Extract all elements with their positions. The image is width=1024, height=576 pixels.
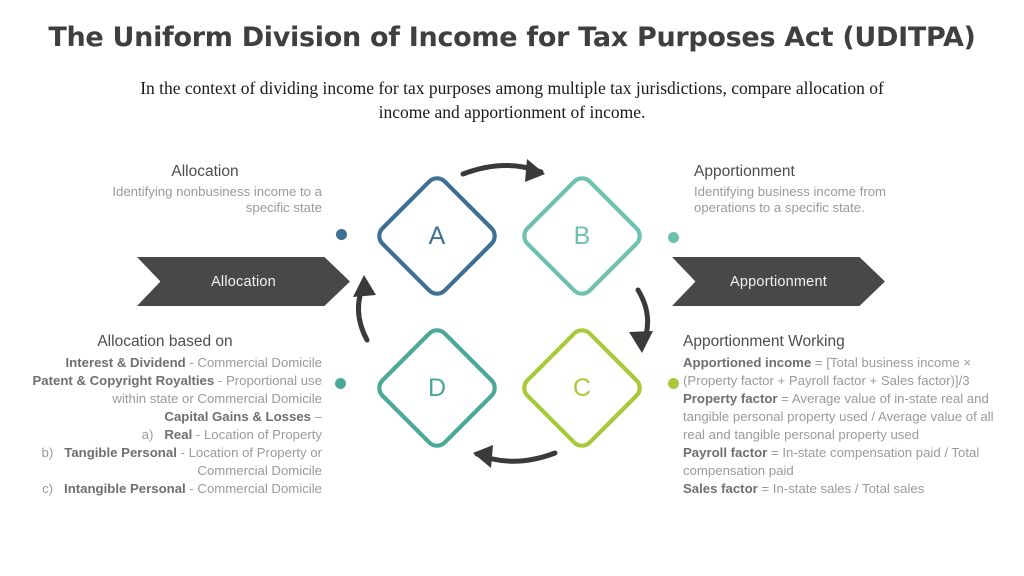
list-item-definition: – — [311, 409, 322, 424]
list-item-term: Tangible Personal — [64, 445, 177, 460]
list-item-definition: = Average value of in-state real and tan… — [683, 391, 994, 442]
list-item: Patent & Copyright Royalties - Proportio… — [8, 372, 323, 408]
list-item: Capital Gains & Losses – — [8, 408, 322, 426]
list-item: b) Tangible Personal - Location of Prope… — [8, 444, 322, 480]
diamond-node-b[interactable] — [520, 174, 644, 298]
diamond-label-a: A — [428, 222, 446, 250]
arrow-b-to-c-icon — [629, 287, 653, 353]
diamond-label-b: B — [573, 222, 591, 250]
list-item-definition: - Location of Property — [192, 427, 322, 442]
allocation-text-block: Allocation Identifying nonbusiness incom… — [88, 163, 322, 217]
list-item-definition: = [Total business income × (Property fac… — [683, 355, 972, 388]
allocation-heading: Allocation — [171, 163, 239, 180]
list-item-term: Sales factor — [683, 481, 758, 496]
allocation-based-on-list: Interest & Dividend - Commercial Domicil… — [8, 354, 323, 498]
list-item-definition: - Proportional use within state or Comme… — [112, 373, 322, 406]
page-subtitle: In the context of dividing income for ta… — [140, 78, 884, 122]
allocation-based-on-block: Allocation based on Interest & Dividend … — [8, 333, 323, 498]
diamond-label-c: C — [572, 374, 592, 402]
page-title: The Uniform Division of Income for Tax P… — [48, 22, 976, 53]
allocation-based-on-heading: Allocation based on — [97, 333, 233, 350]
diamond-node-a[interactable] — [375, 174, 499, 298]
allocation-body: Identifying nonbusiness income to a spec… — [112, 184, 322, 216]
list-item-term: Patent & Copyright Royalties — [32, 373, 215, 388]
list-item-marker: b) — [41, 445, 65, 460]
list-item: a) Real - Location of Property — [8, 426, 322, 444]
list-item-term: Real — [164, 427, 193, 442]
list-item: Apportioned income = [Total business inc… — [683, 354, 1003, 390]
diamond-label-d: D — [427, 374, 447, 402]
list-item: Payroll factor = In-state compensation p… — [683, 444, 1003, 480]
allocation-bullet-dot-icon — [336, 229, 347, 240]
apportionment-working-list: Apportioned income = [Total business inc… — [683, 354, 1003, 498]
apportionment-body: Identifying business income from operati… — [694, 184, 887, 216]
arrow-d-to-a-icon — [353, 275, 376, 343]
apportionment-working-bullet-dot-icon — [668, 378, 679, 389]
list-item-definition: = In-state sales / Total sales — [757, 481, 925, 496]
diagram-svg — [353, 159, 653, 468]
apportionment-heading: Apportionment — [694, 163, 795, 180]
apportionment-banner[interactable]: Apportionment — [672, 257, 885, 306]
apportionment-working-heading: Apportionment Working — [683, 333, 845, 350]
list-item-definition: - Commercial Domicile — [185, 355, 322, 370]
list-item-term: Intangible Personal — [64, 481, 186, 496]
allocation-based-on-bullet-dot-icon — [335, 378, 346, 389]
list-item: c) Intangible Personal - Commercial Domi… — [8, 480, 322, 498]
list-item-term: Property factor — [683, 391, 778, 406]
list-item-term: Interest & Dividend — [65, 355, 186, 370]
apportionment-bullet-dot-icon — [668, 232, 679, 243]
arrow-c-to-d-icon — [473, 445, 558, 468]
diamond-node-d[interactable] — [375, 326, 499, 450]
list-item: Interest & Dividend - Commercial Domicil… — [8, 354, 322, 372]
list-item-term: Payroll factor — [683, 445, 768, 460]
apportionment-working-block: Apportionment Working Apportioned income… — [683, 333, 1003, 498]
list-item-term: Capital Gains & Losses — [164, 409, 311, 424]
list-item-marker: a) — [141, 427, 165, 442]
apportionment-banner-label: Apportionment — [730, 273, 827, 290]
list-item: Property factor = Average value of in-st… — [683, 390, 1003, 444]
diamond-node-c[interactable] — [520, 326, 644, 450]
list-item-term: Apportioned income — [683, 355, 812, 370]
diamond-cycle-diagram: A B C D — [345, 150, 685, 480]
list-item: Sales factor = In-state sales / Total sa… — [683, 480, 1003, 498]
allocation-banner[interactable]: Allocation — [137, 257, 350, 306]
list-item-definition: = In-state compensation paid / Total com… — [683, 445, 980, 478]
list-item-definition: - Commercial Domicile — [185, 481, 322, 496]
list-item-definition: - Location of Property or Commercial Dom… — [176, 445, 322, 478]
list-item-marker: c) — [42, 481, 65, 496]
arrow-a-to-b-icon — [460, 159, 545, 182]
allocation-banner-label: Allocation — [211, 273, 276, 290]
apportionment-text-block: Apportionment Identifying business incom… — [694, 163, 894, 217]
